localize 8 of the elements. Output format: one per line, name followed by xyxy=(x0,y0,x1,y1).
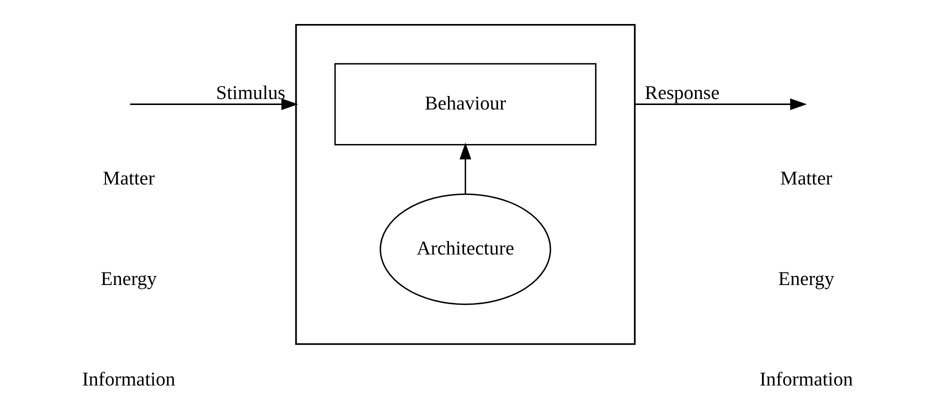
label: Matter xyxy=(780,168,832,190)
label: Energy xyxy=(100,269,157,290)
label: Information xyxy=(760,369,853,390)
label: Information xyxy=(82,369,176,390)
label: Matter xyxy=(102,168,155,190)
edge-label: Response xyxy=(644,82,720,104)
label: Energy xyxy=(778,269,834,290)
edge-label: Stimulus xyxy=(216,82,286,104)
